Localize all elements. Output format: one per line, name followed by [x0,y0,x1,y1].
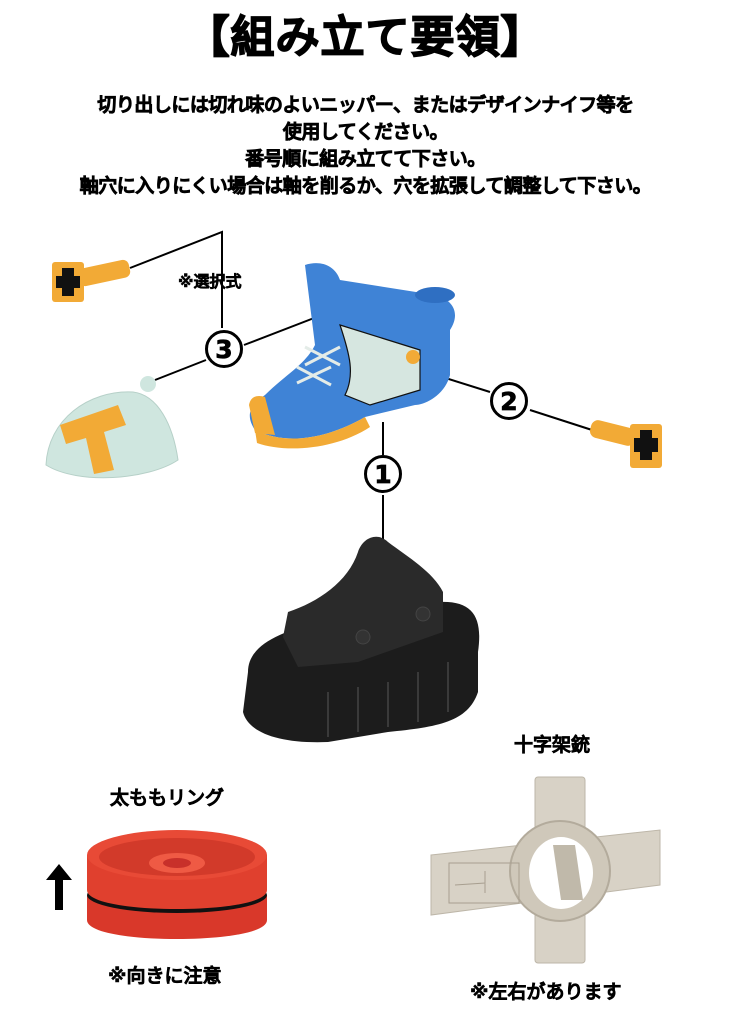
shoe-part [249,263,455,449]
step-number-1: 1 [364,455,402,493]
step-number-2: 2 [490,382,528,420]
cross-gun-note: ※左右があります [470,981,622,1004]
peg-part-right [590,420,662,468]
sole-base-part [243,536,480,743]
instructions: 切り出しには切れ味のよいニッパー、またはデザインナイフ等を 使用してください。 … [0,92,731,200]
instruction-line: 使用してください。 [282,121,449,144]
cross-gun-part [430,776,661,964]
instruction-line: 切り出しには切れ味のよいニッパー、またはデザインナイフ等を [97,94,635,117]
instruction-line: 軸穴に入りにくい場合は軸を削るか、穴を拡張して調整して下さい。 [79,175,652,198]
thigh-ring-label: 太ももリング [110,787,225,810]
page-title: 【組み立て要領】 [185,11,546,63]
cross-gun-label: 十字架銃 [514,734,591,757]
thigh-ring-note: ※向きに注意 [108,965,222,988]
peg-part-left [52,259,131,302]
thigh-ring-part [87,830,267,939]
up-arrow-icon [46,864,72,910]
instruction-line: 番号順に組み立てて下さい。 [245,148,487,171]
ankle-armor-part [45,376,179,479]
optional-note: ※選択式 [178,272,242,292]
step-number-3: 3 [205,330,243,368]
